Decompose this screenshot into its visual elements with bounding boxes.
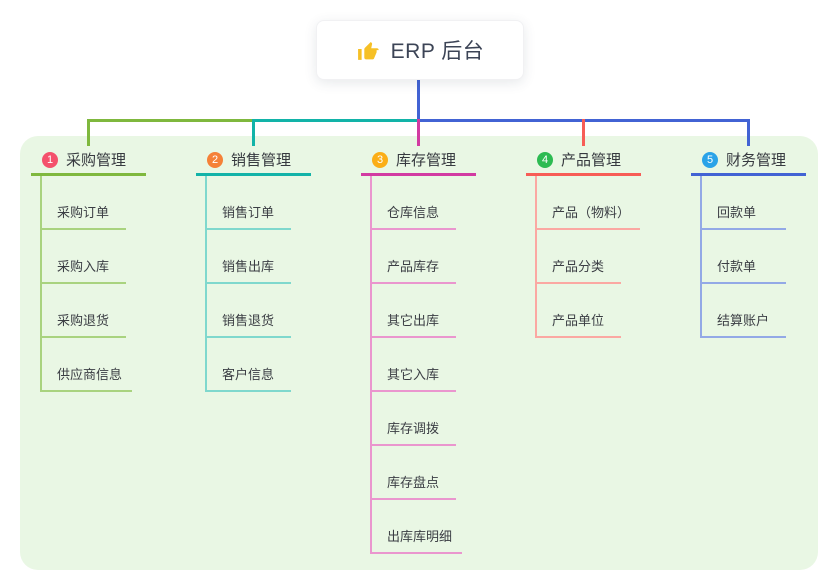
- root-connector-line: [417, 79, 420, 120]
- branch-children: 产品（物料） 产品分类产品单位: [526, 176, 688, 338]
- branch: 4 产品管理 产品（物料） 产品分类产品单位: [526, 146, 688, 338]
- root-title: ERP 后台: [390, 40, 485, 63]
- branch-title-label: 财务管理: [726, 152, 787, 169]
- branch: 5 财务管理 回款单付款单结算账户: [691, 146, 839, 338]
- child-node-label: 采购入库: [57, 259, 110, 274]
- child-node[interactable]: 其它出库: [370, 284, 456, 338]
- branch-children: 采购订单采购入库采购退货供应商信息: [31, 176, 193, 392]
- child-node[interactable]: 采购退货: [40, 284, 126, 338]
- child-node[interactable]: 产品分类: [535, 230, 621, 284]
- branch: 3 库存管理 仓库信息产品库存其它出库其它入库库存调拨库存盘点出库库明细: [361, 146, 523, 554]
- child-node-label: 产品（物料）: [552, 205, 631, 220]
- child-node[interactable]: 产品单位: [535, 284, 621, 338]
- child-node-label: 产品库存: [387, 259, 440, 274]
- branch: 2 销售管理 销售订单销售出库销售退货客户信息: [196, 146, 358, 392]
- branch-drop-line: [417, 119, 420, 146]
- child-node[interactable]: 销售出库: [205, 230, 291, 284]
- child-node-label: 仓库信息: [387, 205, 440, 220]
- branch-drop-line: [252, 119, 255, 146]
- child-node-label: 采购订单: [57, 205, 110, 220]
- child-node[interactable]: 采购入库: [40, 230, 126, 284]
- branch-title[interactable]: 3 库存管理: [361, 146, 476, 176]
- child-node[interactable]: 结算账户: [700, 284, 786, 338]
- child-node[interactable]: 出库库明细: [370, 500, 463, 554]
- branch-connector-line: [700, 176, 702, 337]
- child-node[interactable]: 库存调拨: [370, 392, 456, 446]
- branch-number-badge: 3: [372, 151, 388, 168]
- branch-title[interactable]: 4 产品管理: [526, 146, 641, 176]
- branch-connector-line: [205, 176, 207, 391]
- branch-connector-line: [40, 176, 42, 391]
- child-node-label: 付款单: [717, 259, 757, 274]
- child-node-label: 客户信息: [222, 367, 275, 382]
- branch-title[interactable]: 2 销售管理: [196, 146, 311, 176]
- child-node-label: 库存调拨: [387, 421, 440, 436]
- thumbs-up-icon: [357, 41, 379, 60]
- child-node[interactable]: 回款单: [700, 176, 786, 230]
- branch-drop-line: [87, 119, 90, 146]
- branch-bus-line: [87, 119, 254, 122]
- child-node-label: 产品单位: [552, 313, 605, 328]
- branch: 1 采购管理 采购订单采购入库采购退货供应商信息: [31, 146, 193, 392]
- child-node-label: 销售订单: [222, 205, 275, 220]
- branch-children: 销售订单销售出库销售退货客户信息: [196, 176, 358, 392]
- child-node-label: 采购退货: [57, 313, 110, 328]
- branch-connector-line: [535, 176, 537, 337]
- child-node[interactable]: 其它入库: [370, 338, 456, 392]
- child-node[interactable]: 产品（物料）: [535, 176, 641, 230]
- child-node[interactable]: 库存盘点: [370, 446, 456, 500]
- branch-title-label: 销售管理: [231, 152, 292, 169]
- branch-drop-line: [747, 119, 750, 146]
- child-node-label: 库存盘点: [387, 475, 440, 490]
- child-node-label: 其它入库: [387, 367, 440, 382]
- branch-number-badge: 5: [702, 151, 718, 168]
- branch-number-badge: 4: [537, 151, 553, 168]
- branch-title-label: 库存管理: [396, 152, 457, 169]
- child-node[interactable]: 付款单: [700, 230, 786, 284]
- root-node[interactable]: ERP 后台: [316, 20, 524, 80]
- background-panel: [20, 136, 818, 570]
- child-node-label: 结算账户: [717, 313, 770, 328]
- child-node[interactable]: 客户信息: [205, 338, 291, 392]
- branch-title-label: 采购管理: [66, 152, 127, 169]
- child-node-label: 回款单: [717, 205, 757, 220]
- child-node[interactable]: 供应商信息: [40, 338, 133, 392]
- child-node[interactable]: 采购订单: [40, 176, 126, 230]
- branch-title[interactable]: 1 采购管理: [31, 146, 146, 176]
- child-node-label: 其它出库: [387, 313, 440, 328]
- child-node[interactable]: 销售退货: [205, 284, 291, 338]
- child-node-label: 供应商信息: [57, 367, 123, 382]
- child-node-label: 销售退货: [222, 313, 275, 328]
- branch-children: 仓库信息产品库存其它出库其它入库库存调拨库存盘点出库库明细: [361, 176, 523, 554]
- branch-bus-line: [253, 119, 418, 122]
- branch-drop-line: [582, 119, 585, 146]
- child-node-label: 产品分类: [552, 259, 605, 274]
- child-node[interactable]: 仓库信息: [370, 176, 456, 230]
- branch-children: 回款单付款单结算账户: [691, 176, 839, 338]
- branch-title-label: 产品管理: [561, 152, 622, 169]
- child-node[interactable]: 产品库存: [370, 230, 456, 284]
- child-node[interactable]: 销售订单: [205, 176, 291, 230]
- branch-connector-line: [370, 176, 372, 553]
- branch-number-badge: 1: [42, 151, 58, 168]
- child-node-label: 出库库明细: [387, 529, 453, 544]
- child-node-label: 销售出库: [222, 259, 275, 274]
- branch-title[interactable]: 5 财务管理: [691, 146, 806, 176]
- branch-number-badge: 2: [207, 151, 223, 168]
